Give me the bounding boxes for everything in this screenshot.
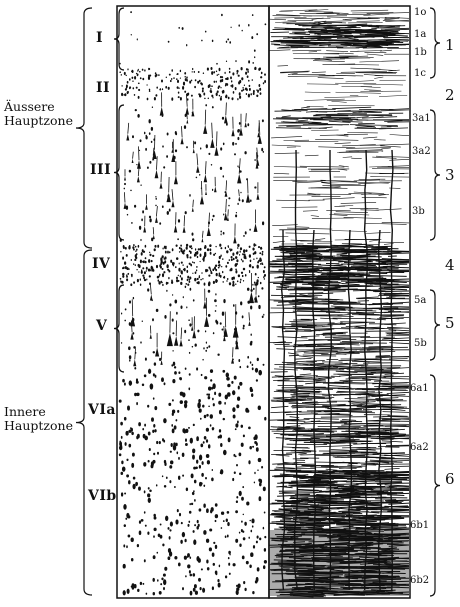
cell-layer-label-VIa: VIa [88, 402, 116, 418]
brace-fiber-3 [430, 110, 440, 240]
fiber-sublayer-1c: 1c [414, 68, 426, 79]
fiber-5 [269, 289, 409, 375]
cell-layer-label-III: III [90, 162, 111, 178]
brace-fiber-5 [430, 290, 440, 360]
fiber-layer-5: 5 [445, 314, 455, 332]
fiber-sublayer-6b1: 6b1 [410, 520, 429, 531]
layer-V-pyramids [130, 273, 257, 366]
layer-II-cells [119, 67, 266, 101]
cell-layer-label-IV: IV [92, 256, 110, 272]
fiber-3a1 [273, 107, 409, 129]
zone-label-inner: Innere Hauptzone [4, 405, 73, 433]
layer-IV-granules [120, 243, 266, 286]
fiber-sublayer-6b2: 6b2 [410, 575, 429, 586]
brace-layer-III [114, 105, 124, 240]
fiber-sublayer-3a1: 3a1 [412, 113, 431, 124]
layer-VIa-cells [119, 368, 267, 472]
fiber-sublayer-1b: 1b [414, 47, 427, 58]
cell-layer-label-I: I [96, 30, 103, 46]
brace-fiber-6 [430, 375, 440, 596]
fiber-layer-4: 4 [445, 256, 455, 274]
fiber-6b-dense-shade [270, 530, 409, 596]
fiber-6a [269, 375, 409, 471]
fiber-sublayer-5a: 5a [414, 295, 426, 306]
cell-stain [119, 11, 267, 595]
fiber-layer-2: 2 [445, 86, 455, 104]
fiber-layer-3: 3 [445, 166, 455, 184]
fiber-layer-1: 1 [445, 36, 455, 54]
fiber-sublayer-1o: 1o [414, 7, 426, 18]
fiber-sublayer-6a1: 6a1 [410, 383, 429, 394]
cell-layer-label-VIb: VIb [88, 488, 117, 504]
fiber-sublayer-5b: 5b [414, 338, 427, 349]
fiber-3a2-3b [271, 130, 409, 245]
brace-outer-zone [76, 8, 92, 248]
fiber-2 [304, 80, 407, 107]
layer-III-small-cells [120, 104, 265, 242]
layer-III-pyramids [124, 92, 262, 243]
fiber-layer-6: 6 [445, 470, 455, 488]
brace-inner-zone [76, 250, 92, 595]
brace-fiber-1 [430, 8, 440, 78]
brace-layer-I [114, 8, 124, 70]
fiber-4-band [269, 244, 409, 290]
brace-layer-V [114, 285, 124, 372]
fiber-sublayer-3b: 3b [412, 206, 425, 217]
cell-layer-label-II: II [96, 80, 110, 96]
fiber-stain [269, 10, 409, 597]
layer-VIb-cells [121, 469, 267, 595]
fiber-sublayer-1a: 1a [414, 29, 426, 40]
fiber-sublayer-3a2: 3a2 [412, 146, 431, 157]
cell-layer-label-V: V [96, 318, 107, 334]
fiber-sublayer-6a2: 6a2 [410, 442, 429, 453]
zone-label-outer: Äussere Hauptzone [4, 100, 73, 128]
fiber-1a-1b-dense [270, 24, 409, 49]
fiber-1o [270, 10, 409, 24]
layer-I-cells [119, 11, 266, 65]
fiber-1c [270, 48, 410, 79]
layer-V-small-cells [121, 284, 265, 371]
